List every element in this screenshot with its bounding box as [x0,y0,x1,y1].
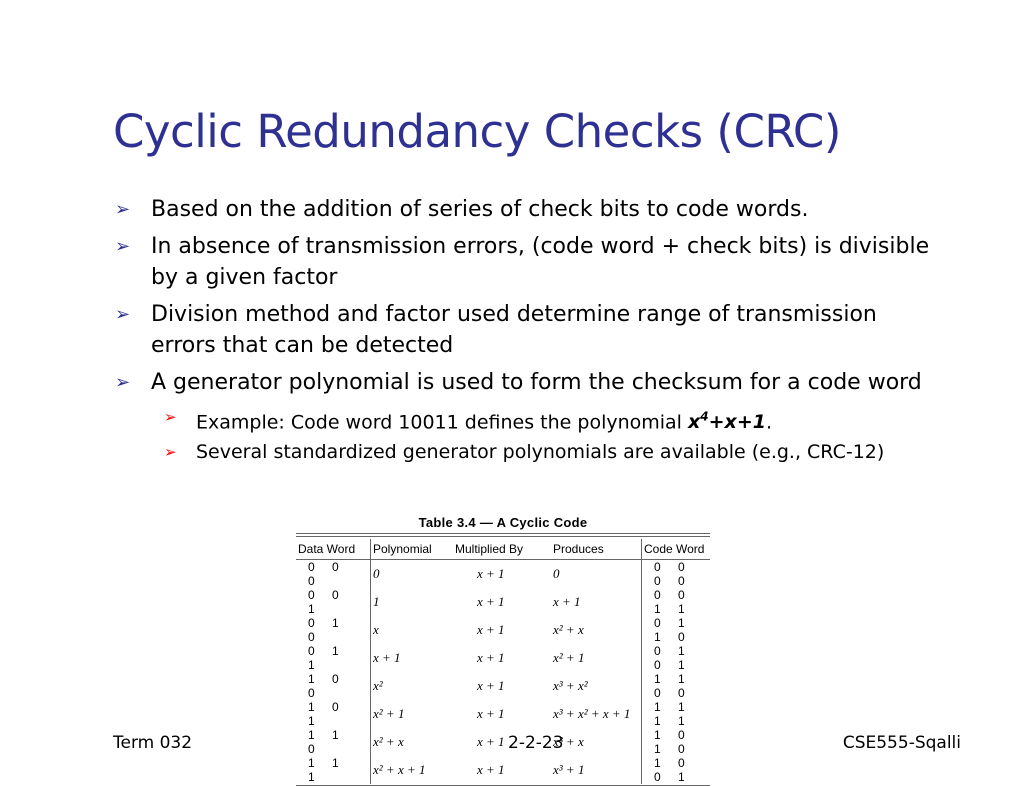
table-cell: x² + x + 1 [373,762,426,777]
table-header-row: Data Word Polynomial Multiplied By Produ… [296,539,710,560]
footer-date: 2-2-23 [508,733,564,753]
table-cell: x³ + x² + x + 1 [551,700,642,728]
slide-title: Cyclic Redundancy Checks (CRC) [113,105,841,158]
table-cell: x + 1 [477,566,505,581]
table-cell: 0 [551,559,642,588]
table-cell: 0 0 0 0 [654,560,692,588]
footer-term: Term 032 [113,733,193,753]
bullet-text: A generator polynomial is used to form t… [151,370,922,395]
table-cell: 1 [373,594,380,609]
table-cell: x + 1 [477,706,505,721]
col-header: Multiplied By [453,539,551,560]
col-header: Code Word [641,539,710,560]
table-cell: x² + x [551,616,642,644]
table-cell: 1 1 1 [296,756,371,784]
table-cell: x³ + x [551,728,642,756]
table-cell: 1 1 0 [296,728,371,756]
arrowhead-bullet-icon: ➢ [164,408,177,426]
bullet-item: ➢ In absence of transmission errors, (co… [113,231,933,293]
arrowhead-bullet-icon: ➢ [164,443,177,462]
table-cell: x + 1 [477,650,505,665]
table-cell: 0 1 0 1 [654,644,692,672]
col-header: Produces [551,539,642,560]
table-cell: x² + 1 [373,706,405,721]
table-cell: x + 1 [477,762,505,777]
table-cell: 1 0 0 1 [654,756,692,784]
table-cell: 0 0 1 1 [654,588,692,616]
table-cell: x + 1 [477,734,505,749]
bullet-item: ➢ A generator polynomial is used to form… [113,367,933,398]
table-cell: 1 0 1 0 [654,728,692,756]
table-top-rule [296,533,710,537]
table-cell: x [373,622,379,637]
arrowhead-bullet-icon: ➢ [115,304,131,325]
arrowhead-bullet-icon: ➢ [115,236,131,257]
polynomial-expression: x4+x+1 [688,410,766,434]
table-cell: 1 0 0 [296,672,371,700]
sub-bullet-item: ➢ Example: Code word 10011 defines the p… [160,404,933,436]
table-cell: x + 1 [373,650,401,665]
table-cell: x² + x [373,734,404,749]
col-header: Data Word [296,539,371,560]
bullet-text: In absence of transmission errors, (code… [151,234,930,290]
arrowhead-bullet-icon: ➢ [115,372,131,393]
cyclic-code-table: Table 3.4 — A Cyclic Code Data Word Poly… [296,515,710,786]
table-cell: 0 0 0 [296,559,371,588]
table-cell: 1 0 1 [296,700,371,728]
footer-course: CSE555-Sqalli [842,733,961,753]
table-cell: 0 1 1 0 [654,616,692,644]
sub-bullet-item: ➢ Several standardized generator polynom… [160,439,933,466]
bullet-item: ➢ Division method and factor used determ… [113,299,933,361]
table-cell: 0 1 1 [296,644,371,672]
table-cell: 1 1 1 1 [654,700,692,728]
table-cell: 0 [373,566,380,581]
table-cell: x² + 1 [551,644,642,672]
arrowhead-bullet-icon: ➢ [115,199,131,220]
table-grid: Data Word Polynomial Multiplied By Produ… [296,539,710,784]
table-cell: 0 1 0 [296,616,371,644]
col-header: Polynomial [370,539,453,560]
table-cell: 1 1 0 0 [654,672,692,700]
table-cell: 0 0 1 [296,588,371,616]
table-title: Table 3.4 — A Cyclic Code [418,515,588,530]
table-cell: x³ + x² [551,672,642,700]
sub-bullet-text: Example: Code word 10011 defines the pol… [196,411,689,434]
bullet-list: ➢ Based on the addition of series of che… [113,194,933,469]
bullet-text: Based on the addition of series of check… [151,197,809,222]
table-cell: x³ + 1 [551,756,642,784]
table-cell: x + 1 [477,678,505,693]
bullet-text: Division method and factor used determin… [151,302,877,358]
bullet-item: ➢ Based on the addition of series of che… [113,194,933,225]
table-cell: x² [373,678,383,693]
table-cell: x + 1 [477,622,505,637]
table-cell: x + 1 [477,594,505,609]
table-cell: x + 1 [551,588,642,616]
sub-bullet-text: Several standardized generator polynomia… [196,441,885,464]
